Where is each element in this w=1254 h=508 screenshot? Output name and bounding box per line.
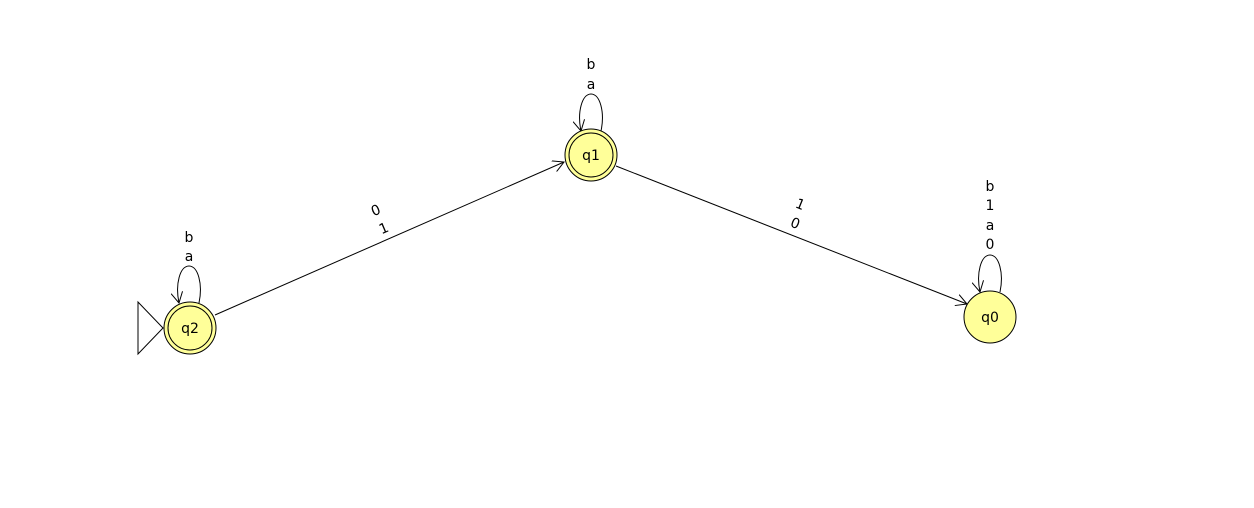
loop-q0-label-0: b xyxy=(986,179,995,195)
edge-q1-q0-label-0: 1 xyxy=(793,196,807,214)
state-q0-circle xyxy=(963,290,1017,344)
state-q0[interactable]: q0 xyxy=(963,290,1017,344)
loop-q0-label-2: a xyxy=(986,218,995,234)
edge-q1-q0-labels: 1 0 xyxy=(788,196,807,233)
edge-q2-q1-labels: 0 1 xyxy=(369,202,391,238)
state-q1[interactable]: q1 xyxy=(564,128,618,182)
edge-q2-q1-label-0: 0 xyxy=(369,202,383,220)
edge-q1-q0 xyxy=(615,165,967,304)
initial-state-arrow xyxy=(137,300,164,356)
edge-q1-q0-label-1: 0 xyxy=(788,215,802,233)
loop-q2-label-1: a xyxy=(185,249,194,265)
state-q1-label: q1 xyxy=(582,148,600,164)
loop-q0-labels: b 1 a 0 xyxy=(986,179,995,253)
loop-q0 xyxy=(979,254,1002,292)
loop-q2 xyxy=(178,265,201,303)
state-q2-inner-circle xyxy=(167,305,213,351)
state-q2[interactable]: q2 xyxy=(163,301,217,355)
loop-q1-labels: b a xyxy=(587,57,596,93)
loop-q1 xyxy=(580,93,603,131)
loop-q0-label-1: 1 xyxy=(986,198,995,214)
loop-q1-label-0: b xyxy=(587,57,596,73)
edge-q2-q1-label-1: 1 xyxy=(377,220,391,238)
loop-q0-label-3: 0 xyxy=(986,237,995,253)
state-q2-label: q2 xyxy=(181,321,199,337)
state-q1-inner-circle xyxy=(568,132,614,178)
loop-q1-label-1: a xyxy=(587,77,596,93)
state-q0-label: q0 xyxy=(981,310,999,326)
loop-q2-labels: b a xyxy=(185,230,194,265)
edge-q2-q1 xyxy=(214,162,564,316)
loop-q2-label-0: b xyxy=(185,230,194,246)
